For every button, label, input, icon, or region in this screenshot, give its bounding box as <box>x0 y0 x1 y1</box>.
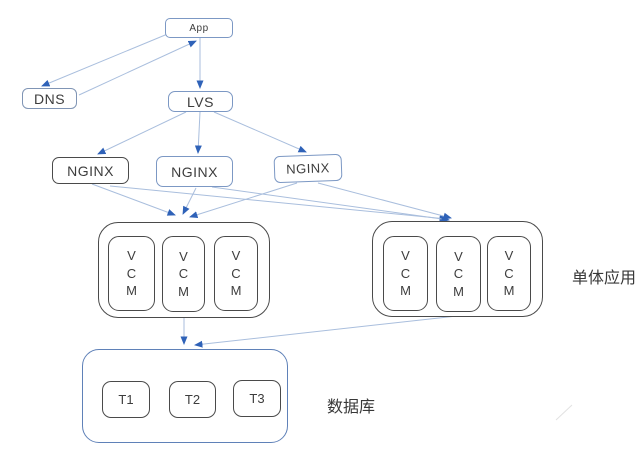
node-app: App <box>165 18 233 38</box>
vcm-letter: C <box>400 265 411 281</box>
edge-nginx1-to-cluster-right <box>109 185 448 222</box>
vcm-letter: M <box>453 283 464 299</box>
vcm-letter: V <box>231 248 241 264</box>
node-nginx-1: NGINX <box>52 157 129 184</box>
node-dns-label: DNS <box>33 90 66 107</box>
vcm-letter: V <box>454 248 463 264</box>
edge-lvs-to-nginx1 <box>97 111 187 155</box>
table-node-t2-label: T2 <box>184 392 201 407</box>
edge-nginx2-to-cluster-left <box>182 187 197 215</box>
edge-cluster-right-to-db <box>194 315 458 348</box>
node-lvs: LVS <box>168 91 233 112</box>
vcm-node: V C M <box>383 236 428 311</box>
edge-nginx3-to-cluster-left <box>189 182 298 219</box>
vcm-letter: V <box>504 248 514 264</box>
edge-nginx2-to-cluster-right <box>211 186 450 223</box>
node-nginx-3: NGINX <box>273 153 343 184</box>
edge-dns-to-app <box>78 40 197 96</box>
edge-app-to-dns <box>41 32 171 87</box>
vcm-node: V C M <box>108 236 155 311</box>
edge-nginx1-to-cluster-left <box>91 183 176 216</box>
edge-lvs-to-nginx3 <box>213 111 307 153</box>
vcm-letter: C <box>453 266 464 282</box>
database-container: T1 T2 T3 <box>82 349 288 443</box>
vcm-node: V C M <box>214 236 258 311</box>
table-node-t1: T1 <box>102 381 150 418</box>
table-node-t1-label: T1 <box>118 392 134 407</box>
vcm-letter: C <box>504 265 514 281</box>
vcm-letter: V <box>179 248 188 264</box>
vcm-letter: C <box>126 265 137 281</box>
vcm-letter: M <box>400 283 411 299</box>
label-database: 数据库 <box>327 399 376 416</box>
cluster-left: V C M V C M V C M <box>98 222 270 318</box>
vcm-letter: V <box>127 248 136 264</box>
table-node-t3-label: T3 <box>249 391 265 406</box>
table-node-t2: T2 <box>169 381 216 418</box>
node-nginx-2: NGINX <box>156 156 233 187</box>
vcm-node: V C M <box>162 236 205 312</box>
vcm-node: V C M <box>436 236 481 312</box>
cluster-right: V C M V C M V C M <box>372 221 543 317</box>
vcm-node: V C M <box>487 236 531 311</box>
node-nginx-2-label: NGINX <box>171 163 218 180</box>
label-monolith-app: 单体应用 <box>572 270 637 287</box>
table-node-t3: T3 <box>233 380 281 417</box>
vcm-letter: M <box>178 283 189 299</box>
artifact-faint-line <box>555 404 573 421</box>
node-dns: DNS <box>22 88 77 109</box>
vcm-letter: C <box>231 265 241 281</box>
vcm-letter: M <box>230 283 242 299</box>
vcm-letter: V <box>401 248 410 264</box>
vcm-letter: M <box>126 283 137 299</box>
node-app-label: App <box>189 22 209 34</box>
edge-lvs-to-nginx2 <box>194 111 202 154</box>
node-lvs-label: LVS <box>187 93 214 110</box>
vcm-letter: M <box>503 283 515 299</box>
node-nginx-3-label: NGINX <box>285 160 331 177</box>
vcm-letter: C <box>178 266 189 282</box>
node-nginx-1-label: NGINX <box>67 162 114 179</box>
edge-nginx3-to-cluster-right <box>317 182 452 220</box>
